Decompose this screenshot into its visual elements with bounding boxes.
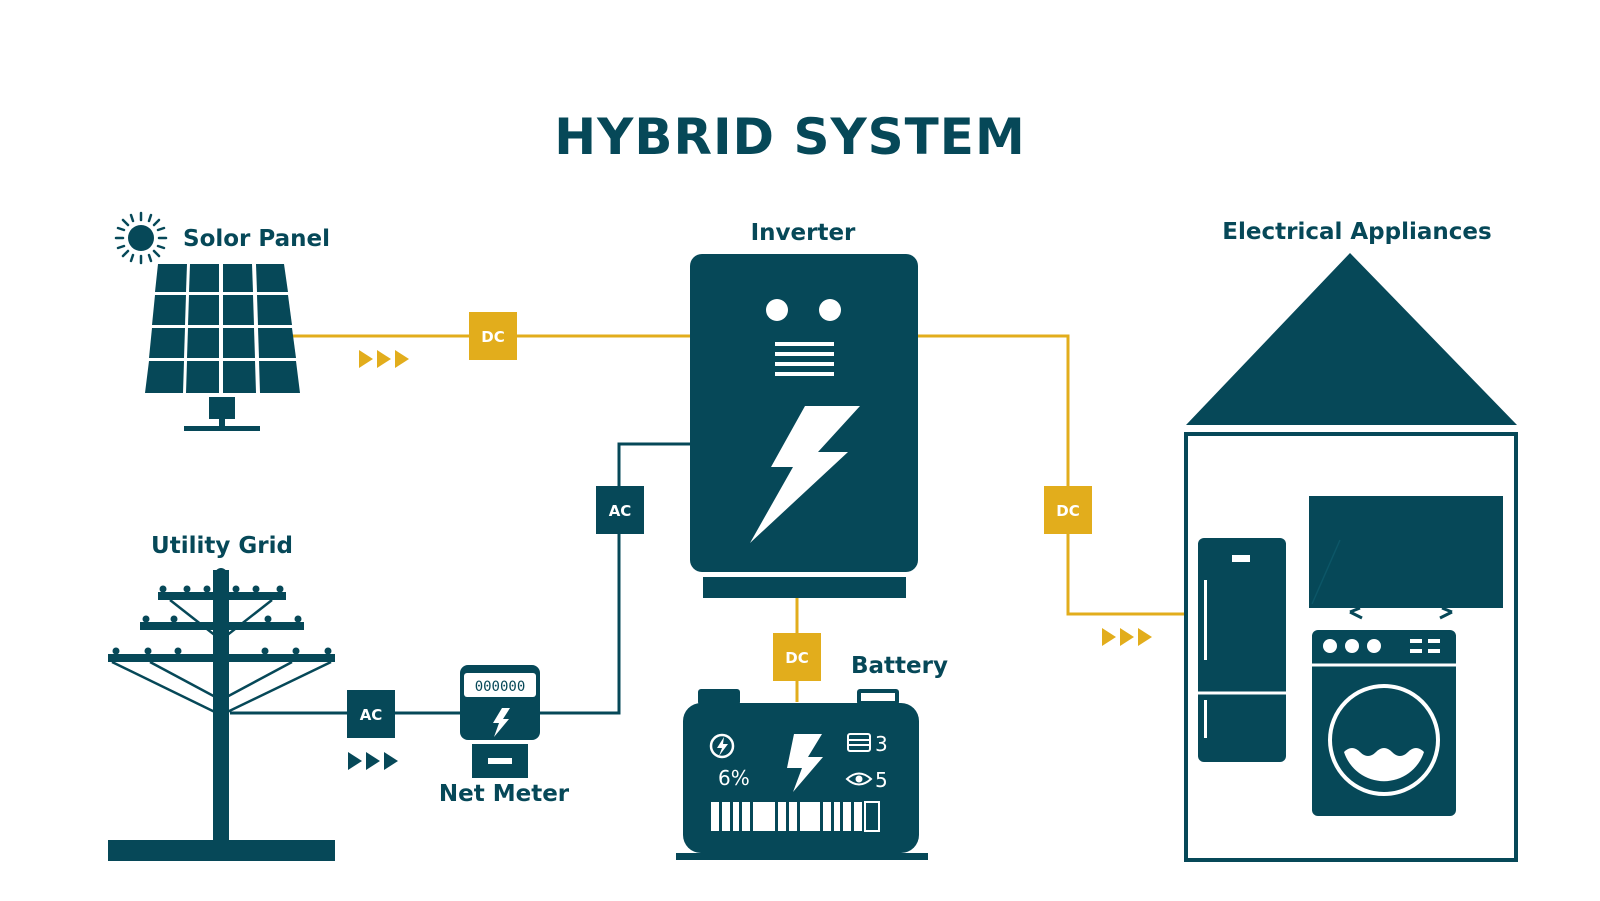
lightning-icon bbox=[750, 406, 860, 543]
ac-tag-meter: AC bbox=[596, 486, 644, 534]
inverter-label: Inverter bbox=[751, 220, 856, 246]
ac-tag-label: AC bbox=[609, 502, 632, 520]
panel-cells bbox=[145, 264, 300, 431]
battery-charge: 6% bbox=[718, 766, 750, 790]
battery-stat-b: 5 bbox=[875, 768, 888, 792]
charge-bar bbox=[711, 801, 880, 832]
indicator-light bbox=[766, 299, 788, 321]
inverter: Inverter bbox=[690, 220, 918, 598]
charge-icon bbox=[709, 733, 735, 759]
dc-tag-label: DC bbox=[785, 649, 808, 667]
battery-icon: Battery 6% 3 5 bbox=[676, 653, 948, 860]
net-meter-display: 000000 bbox=[475, 679, 526, 695]
utility-grid-label: Utility Grid bbox=[151, 533, 293, 559]
dc-tag-appliances: DC bbox=[1044, 486, 1092, 534]
stack-icon bbox=[847, 733, 871, 752]
net-meter-label: Net Meter bbox=[439, 781, 570, 807]
lightning-icon bbox=[493, 708, 510, 737]
house: Electrical Appliances bbox=[1184, 219, 1518, 862]
inverter-base bbox=[703, 577, 906, 598]
sun-icon bbox=[114, 211, 168, 265]
battery-stat-a: 3 bbox=[875, 732, 888, 756]
solar-panel-label: Solor Panel bbox=[183, 226, 330, 252]
inverter-to-appliances-line bbox=[915, 334, 1184, 616]
ac-tag-grid: AC bbox=[347, 690, 395, 738]
refrigerator-icon bbox=[1198, 538, 1286, 762]
eye-icon bbox=[845, 772, 873, 786]
dc-tag-solar: DC bbox=[469, 312, 517, 360]
house-roof bbox=[1186, 253, 1517, 425]
dc-tag-battery: DC bbox=[773, 633, 821, 681]
lightning-icon bbox=[787, 734, 823, 792]
utility-pole-icon: Utility Grid bbox=[108, 533, 335, 861]
ac-tag-label: AC bbox=[360, 706, 383, 724]
page-title: HYBRID SYSTEM bbox=[554, 108, 1025, 166]
dc-tag-label: DC bbox=[481, 328, 504, 346]
meter-to-inverter-line bbox=[540, 442, 690, 715]
solar-panel: Solor Panel bbox=[114, 211, 330, 431]
indicator-light bbox=[819, 299, 841, 321]
appliances-label: Electrical Appliances bbox=[1222, 219, 1491, 245]
flow-arrows-icon bbox=[348, 752, 398, 770]
battery-label: Battery bbox=[851, 653, 948, 679]
house-walls bbox=[1184, 432, 1518, 862]
flow-arrows-icon bbox=[359, 350, 409, 368]
washing-machine-icon bbox=[1312, 630, 1456, 816]
television-icon bbox=[1309, 496, 1503, 620]
meter-icon: 000000 Net Meter bbox=[439, 665, 570, 807]
dc-tag-label: DC bbox=[1056, 502, 1079, 520]
vent-lines bbox=[775, 342, 834, 376]
flow-arrows-icon bbox=[1102, 628, 1152, 646]
